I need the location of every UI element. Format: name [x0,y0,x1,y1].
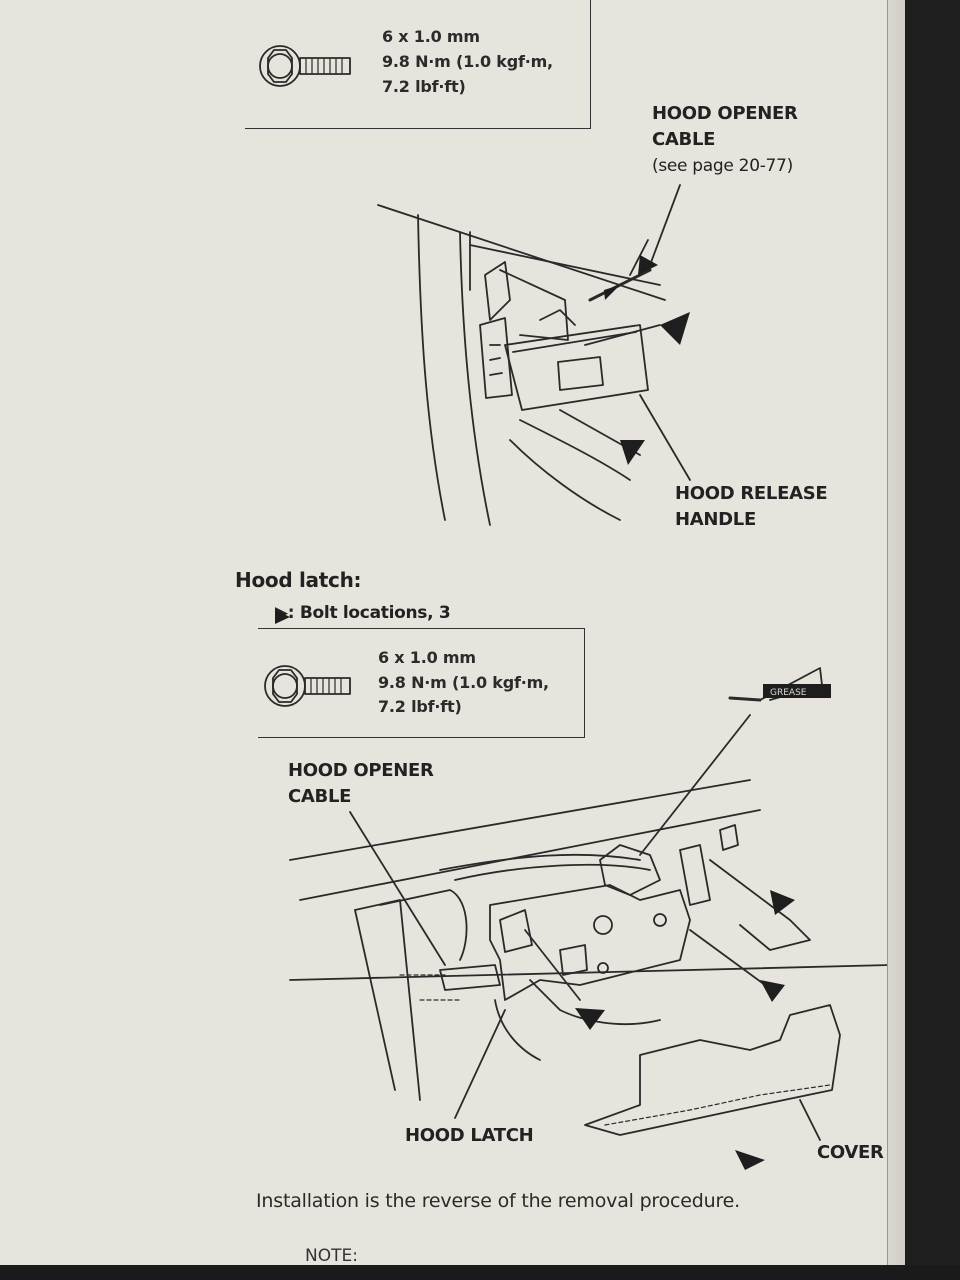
grease-tag-icon [763,684,831,698]
latch-spec-torque: 9.8 N·m (1.0 kgf·m, [378,673,549,692]
top-torque-spec-box [245,0,591,129]
bolt-locations-legend: ▶: Bolt locations, 3 [275,603,451,623]
latch-spec-size: 6 x 1.0 mm [378,648,476,667]
hood-release-handle-label: HOOD RELEASE HANDLE [675,483,828,530]
hood-latch-drawing [289,667,891,1141]
bolt-location-marker [660,312,690,345]
bolt-location-marker [620,440,645,465]
page-edge [887,0,905,1265]
note-label: NOTE: [305,1246,358,1265]
top-hood-opener-cable-label: HOOD OPENER CABLE (see page 20-77) [652,103,798,176]
latch-bolt-icon [264,665,351,707]
cover-removal-arrow-icon [735,1150,765,1170]
cover-label: COVER [817,1142,884,1163]
grease-label: GREASE [770,688,807,698]
installation-instruction: Installation is the reverse of the remov… [256,1190,741,1212]
latch-torque-spec-box [258,628,585,738]
bolt-location-marker [638,255,658,275]
manual-page: 6 x 1.0 mm 9.8 N·m (1.0 kgf·m, 7.2 lbf·f… [0,0,905,1265]
latch-hood-opener-cable-label: HOOD OPENER CABLE [288,760,434,807]
hood-release-handle-drawing [377,184,691,526]
top-bolt-icon [259,45,351,87]
bolt-location-marker [604,285,620,300]
diagram-illustrations: GREASE [259,45,891,1170]
latch-spec-torque-ft: 7.2 lbf·ft) [378,697,462,716]
background-bottom [0,1265,960,1280]
top-spec-torque: 9.8 N·m (1.0 kgf·m, [382,52,553,71]
hood-latch-heading: Hood latch: [235,568,362,592]
hood-latch-label: HOOD LATCH [405,1125,534,1146]
top-spec-torque-ft: 7.2 lbf·ft) [382,77,466,96]
legend-arrow-icon [275,610,290,624]
top-spec-size: 6 x 1.0 mm [382,27,480,46]
bolt-location-marker [770,890,795,915]
bolt-location-marker [760,980,785,1002]
background-right [905,0,960,1280]
bolt-location-marker [575,1008,605,1030]
